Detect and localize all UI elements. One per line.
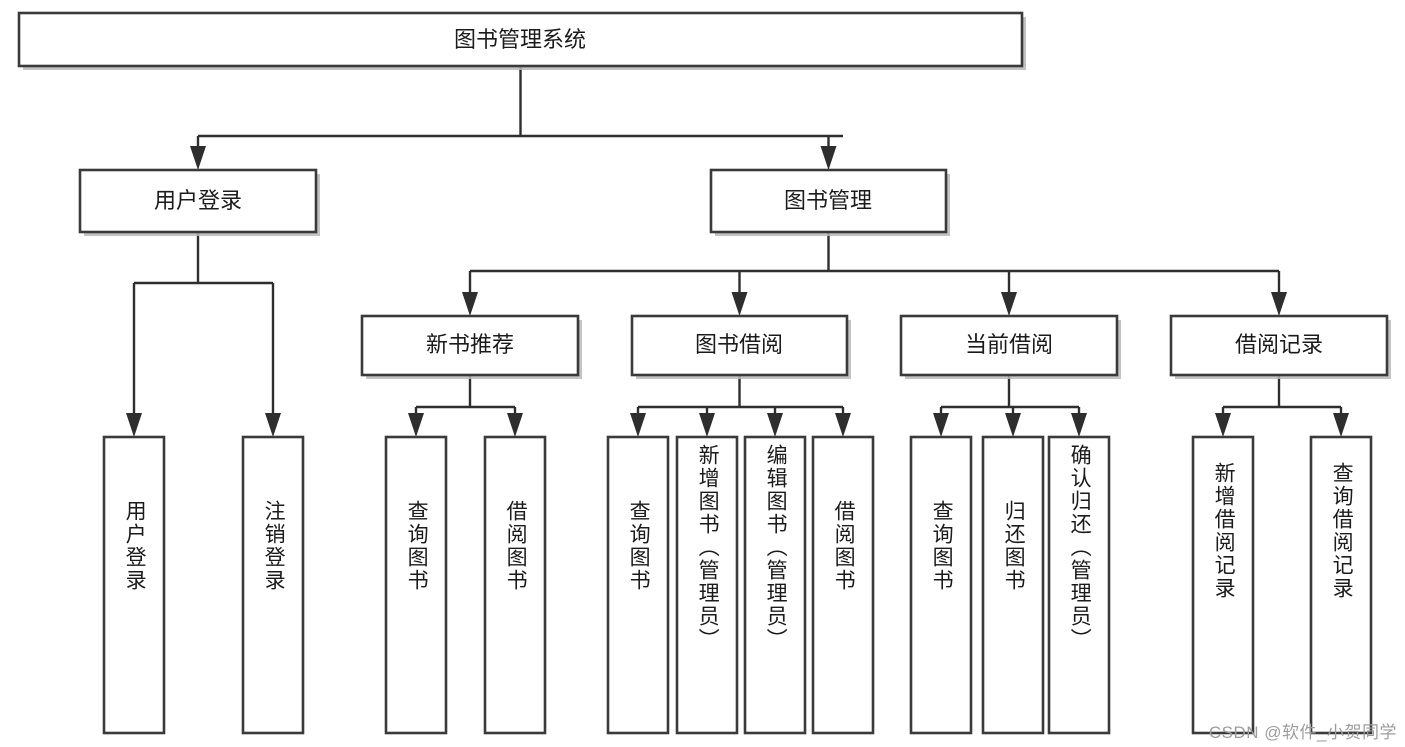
book-manage-box bbox=[709, 168, 948, 234]
arrow-root-to-book-manage bbox=[820, 146, 837, 170]
arrow-borrow-leaf1 bbox=[630, 413, 646, 437]
leaf-box-add-borrow-record[interactable] bbox=[1191, 435, 1255, 735]
arrow-recommend-leaf1 bbox=[408, 413, 424, 437]
arrow-bm-to-recommend bbox=[462, 292, 478, 316]
arrow-userlogin-leaf1 bbox=[126, 413, 142, 437]
borrow-record-box bbox=[1169, 314, 1389, 377]
node-current-borrow[interactable]: 当前借阅 bbox=[899, 314, 1121, 379]
arrow-bm-to-record bbox=[1271, 292, 1287, 316]
arrow-userlogin-leaf2 bbox=[265, 413, 281, 437]
borrow-record-label: 借阅记录 bbox=[1235, 332, 1323, 357]
arrow-recommend-leaf2 bbox=[507, 413, 523, 437]
leaf-node-group bbox=[102, 435, 1373, 735]
leaf-box-add-book[interactable] bbox=[675, 435, 739, 735]
new-book-recommend-box bbox=[360, 314, 580, 377]
arrow-current-leaf1 bbox=[933, 413, 949, 437]
book-borrow-label: 图书借阅 bbox=[695, 332, 783, 357]
arrow-borrow-leaf4 bbox=[835, 413, 851, 437]
current-borrow-box bbox=[899, 314, 1119, 377]
arrow-borrow-leaf2 bbox=[699, 413, 715, 437]
leaf-box-user-logout[interactable] bbox=[241, 435, 305, 735]
arrow-current-leaf2 bbox=[1005, 413, 1021, 437]
leaf-box-query-borrow-record[interactable] bbox=[1309, 435, 1373, 735]
arrow-record-leaf1 bbox=[1215, 413, 1231, 437]
arrow-current-leaf3 bbox=[1071, 413, 1087, 437]
new-book-recommend-label: 新书推荐 bbox=[426, 332, 514, 357]
root-box bbox=[17, 11, 1024, 68]
book-manage-label: 图书管理 bbox=[784, 188, 872, 213]
connector-group bbox=[126, 66, 1349, 437]
node-user-login[interactable]: 用户登录 bbox=[78, 168, 320, 236]
arrow-bm-to-borrow bbox=[731, 292, 748, 316]
node-new-book-recommend[interactable]: 新书推荐 bbox=[360, 314, 582, 379]
node-borrow-record[interactable]: 借阅记录 bbox=[1169, 314, 1391, 379]
arrow-root-to-user-login bbox=[190, 146, 206, 170]
leaf-box-query-book-borrow[interactable] bbox=[606, 435, 670, 735]
user-login-box bbox=[78, 168, 318, 234]
root-label: 图书管理系统 bbox=[454, 27, 586, 52]
arrow-record-leaf2 bbox=[1333, 413, 1349, 437]
leaf-box-confirm-return[interactable] bbox=[1047, 435, 1111, 735]
leaf-box-borrow-book-recommend[interactable] bbox=[483, 435, 547, 735]
arrow-borrow-leaf3 bbox=[767, 413, 783, 437]
arrow-bm-to-current bbox=[1001, 292, 1017, 316]
csdn-watermark: CSDN @软件_小贺同学 bbox=[1208, 723, 1397, 742]
leaf-box-query-book-current[interactable] bbox=[909, 435, 973, 735]
current-borrow-label: 当前借阅 bbox=[965, 332, 1053, 357]
book-borrow-box bbox=[630, 314, 849, 377]
node-book-manage[interactable]: 图书管理 bbox=[709, 168, 950, 236]
leaf-box-return-book[interactable] bbox=[981, 435, 1045, 735]
leaf-box-borrow-book[interactable] bbox=[811, 435, 875, 735]
leaf-box-query-book-recommend[interactable] bbox=[384, 435, 448, 735]
user-login-label: 用户登录 bbox=[154, 188, 242, 213]
node-book-borrow[interactable]: 图书借阅 bbox=[630, 314, 851, 379]
node-root[interactable]: 图书管理系统 bbox=[17, 11, 1026, 70]
leaf-box-edit-book[interactable] bbox=[743, 435, 807, 735]
leaf-box-user-login[interactable] bbox=[102, 435, 166, 735]
